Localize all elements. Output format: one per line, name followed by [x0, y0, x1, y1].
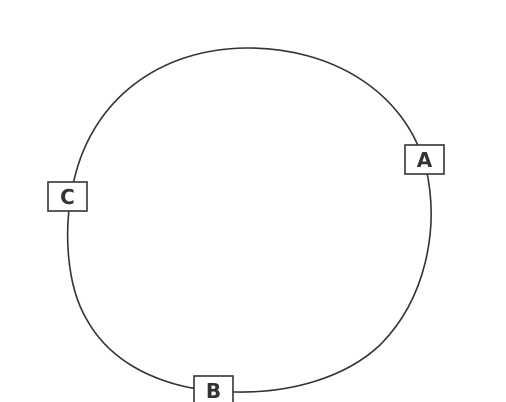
node-a-box [404, 144, 445, 175]
node-b-box [193, 375, 234, 402]
node-b: B [193, 375, 234, 402]
ring-circle [66, 47, 432, 393]
node-a-label: A [417, 148, 433, 172]
node-c-label: C [60, 185, 75, 209]
node-a: A [404, 144, 445, 175]
node-c-box [47, 181, 88, 212]
node-b-label: B [206, 379, 221, 402]
node-c: C [47, 181, 88, 212]
